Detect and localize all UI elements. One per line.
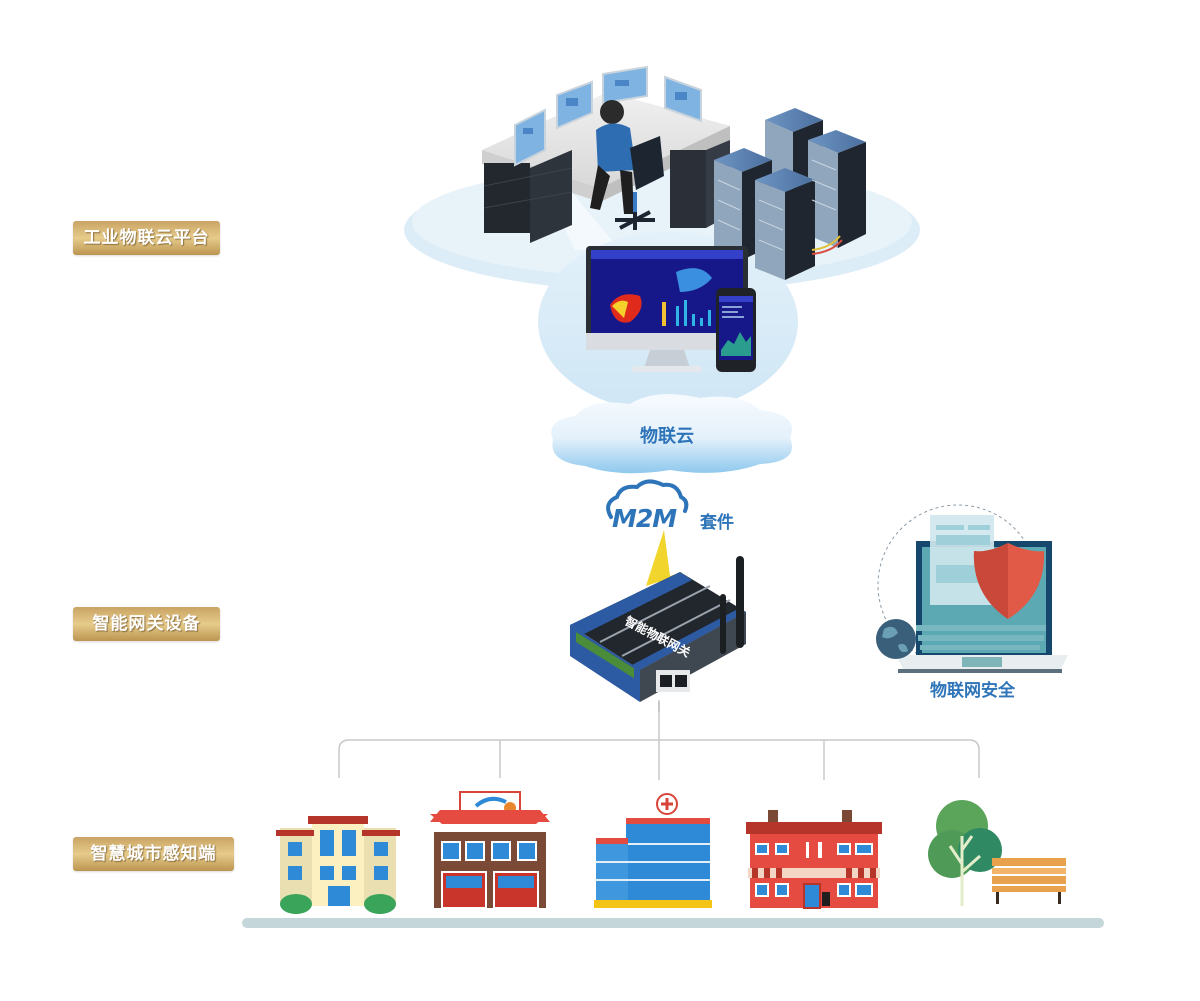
- desk-monitors: [514, 65, 702, 167]
- office-building-icon: [276, 816, 400, 914]
- hospital-icon: [594, 793, 712, 908]
- sensing-endpoints: [242, 791, 1104, 928]
- dashboard-bars: [676, 300, 711, 326]
- iot-security-illustration: [876, 504, 1068, 673]
- security-label: 物联网安全: [930, 681, 1015, 701]
- tier-label-cloud-platform: 工业物联云平台: [73, 221, 220, 255]
- m2m-cloud-icon: [606, 479, 689, 519]
- restaurant-icon: [746, 810, 882, 909]
- park-tree-bench-icon: [928, 800, 1066, 906]
- dashboard-map-heat: [610, 268, 712, 323]
- tier-label-sensing: 智慧城市感知端: [73, 837, 234, 871]
- cloud-label: 物联云: [640, 426, 694, 447]
- globe-icon: [876, 619, 916, 659]
- operator-person: [590, 100, 664, 230]
- tier-label-gateway: 智能网关设备: [73, 607, 220, 641]
- connector-lines: [338, 700, 980, 780]
- m2m-brand: M2M: [612, 504, 677, 533]
- m2m-suffix: 套件: [700, 513, 734, 533]
- antenna-icons: [720, 556, 744, 654]
- connector-bus: [338, 739, 980, 778]
- cloud-shape: [551, 394, 792, 474]
- dashboard-phone: [716, 288, 756, 372]
- terminal-block: [576, 631, 634, 679]
- ground-line: [242, 918, 1104, 928]
- cloud-platform-illustration: [404, 65, 920, 474]
- ethernet-ports: [656, 670, 690, 692]
- server-racks: [714, 108, 866, 280]
- gateway-device-illustration: [570, 530, 746, 712]
- fire-station-icon: [430, 791, 550, 909]
